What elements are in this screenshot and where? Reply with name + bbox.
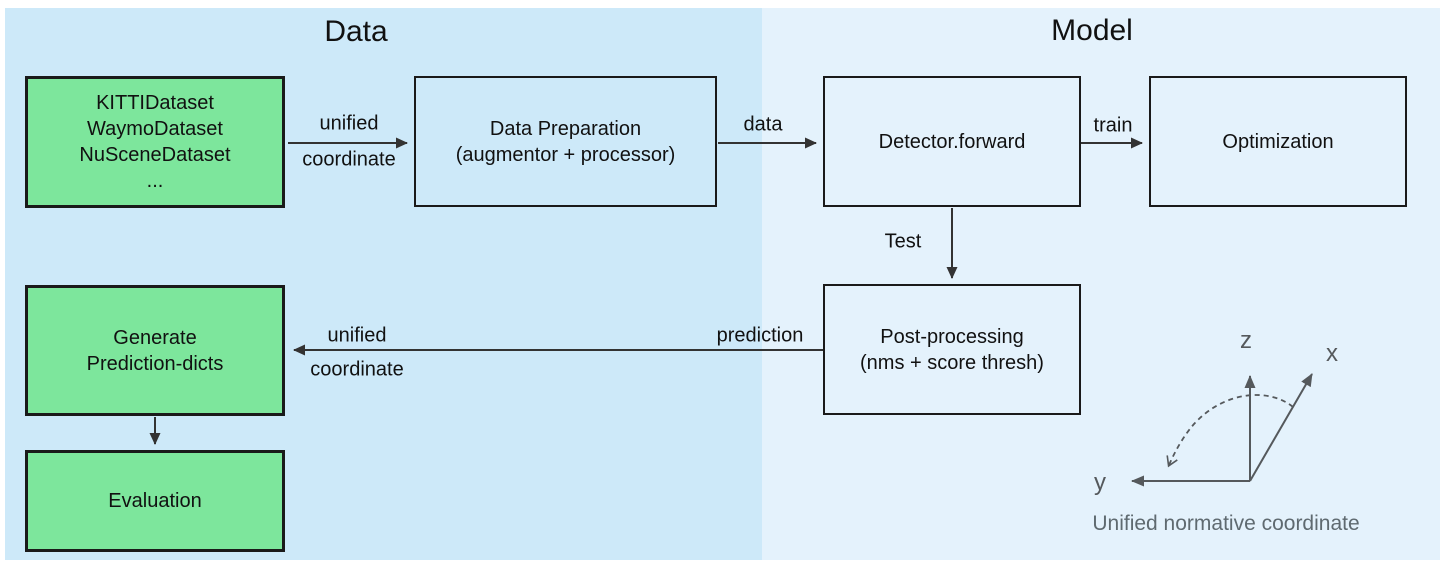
node-generate-prediction-dicts-line1: Generate: [113, 326, 197, 349]
edge-label-unified-2: unified: [327, 324, 387, 347]
node-detector-forward-label: Detector.forward: [878, 130, 1026, 153]
node-optimization-label: Optimization: [1222, 130, 1334, 153]
model-section-title: Model: [1051, 14, 1133, 47]
node-post-processing-line1: Post-processing: [880, 325, 1024, 348]
node-datasets-line1: KITTIDataset: [96, 92, 214, 114]
coordinate-sketch-caption: Unified normative coordinate: [1092, 512, 1360, 535]
edge-label-data: data: [743, 113, 783, 136]
node-datasets: KITTIDataset WaymoDataset NuSceneDataset…: [25, 76, 285, 208]
node-evaluation-label: Evaluation: [108, 490, 202, 512]
node-post-processing: Post-processing (nms + score thresh): [823, 284, 1081, 415]
node-datasets-line2: WaymoDataset: [87, 118, 223, 140]
edge-label-unified-1: unified: [319, 112, 379, 135]
data-section-title: Data: [324, 15, 388, 48]
node-data-preparation-line1: Data Preparation: [489, 117, 642, 140]
edge-label-coordinate-1: coordinate: [302, 148, 396, 171]
node-data-preparation: Data Preparation (augmentor + processor): [414, 76, 717, 207]
node-detector-forward: Detector.forward: [823, 76, 1081, 207]
edge-label-train: train: [1093, 114, 1133, 137]
node-datasets-line4: ...: [146, 170, 164, 192]
y-axis-label: y: [1094, 469, 1106, 496]
node-data-preparation-line2: (augmentor + processor): [455, 143, 676, 166]
edge-label-prediction: prediction: [716, 324, 804, 347]
edge-label-coordinate-2: coordinate: [310, 358, 404, 381]
node-optimization: Optimization: [1149, 76, 1407, 207]
node-generate-prediction-dicts-line2: Prediction-dicts: [86, 352, 224, 375]
x-axis-label: x: [1326, 340, 1338, 367]
z-axis-label: z: [1240, 327, 1252, 354]
node-datasets-line3: NuSceneDataset: [79, 144, 231, 166]
node-evaluation: Evaluation: [25, 450, 285, 552]
edge-label-test: Test: [884, 230, 922, 253]
node-generate-prediction-dicts: Generate Prediction-dicts: [25, 285, 285, 416]
node-post-processing-line2: (nms + score thresh): [860, 351, 1044, 374]
